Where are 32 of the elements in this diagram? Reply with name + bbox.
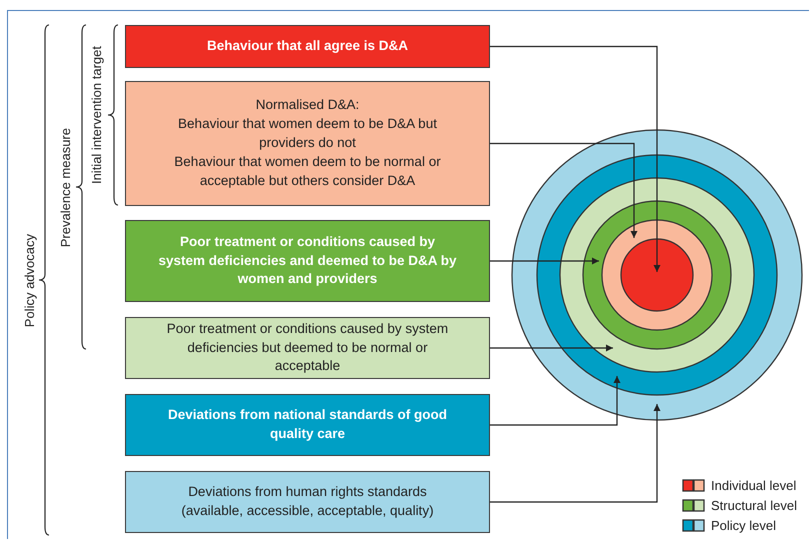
category-box bbox=[125, 81, 490, 206]
category-box bbox=[125, 317, 490, 379]
box-text: Poor treatment or conditions caused by system deficiencies and deemed to be D&A by women and providers bbox=[157, 232, 458, 288]
box-text: Poor treatment or conditions caused by system deficiencies but deemed to be normal or acceptable bbox=[166, 320, 450, 376]
concentric-circle bbox=[559, 177, 755, 373]
legend-label: Policy level bbox=[711, 518, 776, 533]
bracket-label: Policy advocacy bbox=[22, 234, 37, 327]
concentric-circle bbox=[511, 129, 803, 421]
legend-label: Individual level bbox=[711, 478, 796, 493]
category-box bbox=[125, 25, 490, 68]
arrow bbox=[490, 376, 620, 426]
box-heading: Normalised D&A: bbox=[256, 96, 360, 114]
concentric-circle bbox=[582, 200, 732, 350]
arrow bbox=[490, 142, 638, 238]
arrow bbox=[490, 258, 599, 264]
concentric-circle bbox=[536, 154, 778, 396]
box-text: Behaviour that all agree is D&A bbox=[206, 37, 408, 56]
category-box bbox=[125, 220, 490, 302]
box-text: Behaviour that women deem to be D&A but providers do not bbox=[177, 115, 438, 152]
category-box bbox=[125, 394, 490, 456]
legend-label: Structural level bbox=[711, 498, 797, 513]
box-text: Behaviour that women deem to be normal or acceptable but others consider D&A bbox=[173, 152, 442, 190]
concentric-circle bbox=[601, 219, 713, 331]
arrow bbox=[490, 404, 660, 503]
box-text: Deviations from national standards of good quality care bbox=[166, 406, 448, 443]
arrow bbox=[490, 46, 660, 272]
category-box bbox=[125, 471, 490, 533]
arrow bbox=[490, 344, 613, 352]
bracket-label: Initial intervention target bbox=[89, 46, 104, 184]
concentric-circle bbox=[620, 238, 694, 312]
box-text: Deviations from human rights standards (available, accessible, acceptable, quality) bbox=[180, 483, 435, 520]
bracket-label: Prevalence measure bbox=[58, 128, 73, 247]
